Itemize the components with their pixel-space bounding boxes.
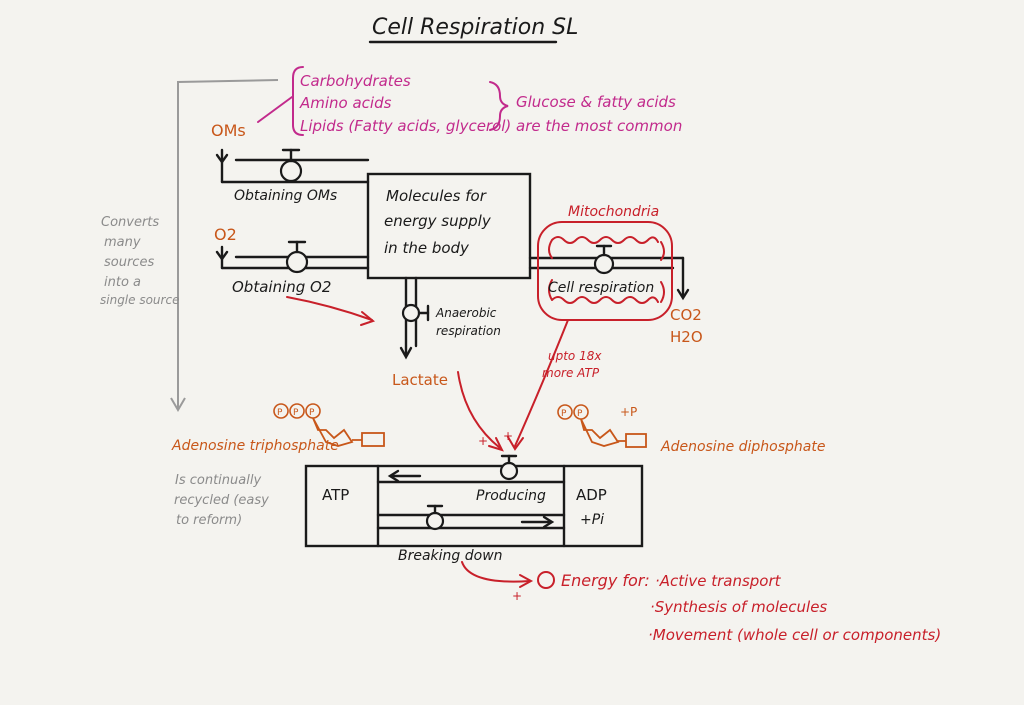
energy-circle-icon — [537, 571, 555, 589]
o2-label: O2 — [214, 225, 237, 244]
atp-adp-cycle-box — [304, 464, 644, 548]
mitochondria-label: Mitochondria — [568, 204, 659, 220]
oms-valve-icon — [279, 148, 303, 183]
om-item-amino-acids: Amino acids — [299, 94, 392, 112]
breaking-down-label: Breaking down — [398, 548, 503, 564]
adp-p2: P — [577, 409, 583, 419]
om-item-lipids: Lipids (Fatty acids, glycerol) — [300, 117, 511, 135]
converts-line-4: into a — [104, 275, 141, 290]
converts-note: Converts many sources into a single sour… — [100, 215, 179, 307]
energy-use-synthesis: ·Synthesis of molecules — [650, 598, 827, 616]
lactate-arrowhead — [488, 437, 504, 452]
energy-supply-box — [366, 172, 532, 280]
upto-atp-line-1: upto 18x — [548, 349, 602, 363]
recycled-line-1: Is continually — [175, 473, 261, 488]
producing-label: Producing — [476, 488, 546, 504]
converts-line-5: single source — [100, 293, 179, 307]
energy-release-arrow — [461, 561, 531, 583]
producing-valve-icon — [499, 454, 519, 481]
energy-box-line-1: Molecules for — [386, 187, 487, 205]
adp-molecule-icon: P P — [557, 404, 647, 448]
energy-box-line-3: in the body — [384, 239, 470, 257]
o2-to-anaerobic-arrow — [286, 296, 373, 321]
adp-name-label: Adenosine diphosphate — [660, 439, 825, 455]
mitochondria-outline — [537, 221, 673, 321]
om-item-carbohydrates: Carbohydrates — [300, 72, 411, 90]
obtaining-o2-label: Obtaining O2 — [232, 278, 331, 296]
plus-p-label: +P — [620, 405, 637, 419]
respiration-outlet-arrowhead — [676, 288, 690, 301]
om-sources-bracket — [292, 66, 304, 136]
respiration-valve-icon — [593, 244, 615, 275]
atp-p3: P — [309, 408, 315, 418]
anaerobic-label-line-1: Anaerobic — [435, 306, 497, 320]
anaerobic-label-line-2: respiration — [436, 324, 501, 338]
co2-label: CO2 — [670, 306, 702, 324]
h2o-label: H2O — [670, 328, 703, 346]
anaerobic-outlet-arrowhead — [399, 346, 413, 360]
cell-respiration-label: Cell respiration — [548, 280, 654, 296]
atp-name-label: Adenosine triphosphate — [171, 438, 339, 454]
atp-label: ATP — [322, 486, 349, 504]
respiration-to-producing-arrow — [514, 319, 569, 447]
pi-label: +Pi — [580, 512, 604, 528]
lactate-label: Lactate — [392, 371, 448, 389]
energy-for-label: Energy for: — [561, 571, 650, 590]
atp-p2: P — [293, 408, 299, 418]
lactate-plus: + — [478, 434, 488, 448]
adp-label: ADP — [576, 486, 607, 504]
glucose-note-line-1: Glucose & fatty acids — [516, 93, 676, 111]
breaking-valve-icon — [425, 504, 445, 531]
upto-atp-line-2: more ATP — [542, 366, 600, 380]
energy-plus: + — [512, 589, 522, 603]
anaerobic-valve-icon — [401, 303, 430, 323]
adp-p1: P — [561, 409, 567, 419]
o2-valve-icon — [285, 240, 309, 274]
converts-line-1: Converts — [101, 215, 159, 230]
atp-molecule-icon: P P P — [273, 403, 385, 447]
glucose-note-line-2: are the most common — [516, 117, 682, 135]
page-title: Cell Respiration SL — [372, 15, 578, 40]
converts-arrowhead — [170, 397, 186, 412]
converts-line-3: sources — [104, 255, 154, 270]
breaking-flow-arrowhead — [542, 515, 555, 529]
energy-use-active-transport: ·Active transport — [655, 572, 782, 590]
atp-p1: P — [277, 408, 283, 418]
lactate-to-producing-arrow — [457, 371, 501, 449]
respiration-plus: + — [503, 429, 513, 443]
om-right-brace — [489, 81, 509, 131]
energy-use-movement: ·Movement (whole cell or components) — [648, 626, 941, 644]
converts-arrow-line — [177, 79, 279, 408]
obtaining-oms-label: Obtaining OMs — [234, 188, 337, 204]
o2-to-anaerobic-arrowhead — [360, 311, 376, 326]
converts-line-2: many — [104, 235, 141, 250]
oms-connector-line — [257, 96, 293, 123]
energy-box-line-2: energy supply — [384, 212, 492, 230]
recycled-line-3: to reform) — [176, 513, 242, 528]
energy-release-arrowhead — [519, 574, 534, 588]
producing-flow-arrowhead — [387, 469, 400, 483]
recycled-line-2: recycled (easy — [174, 493, 269, 508]
respiration-arrowhead — [507, 436, 524, 451]
mitochondria-cristae — [548, 236, 665, 304]
oms-label: OMs — [211, 121, 246, 140]
